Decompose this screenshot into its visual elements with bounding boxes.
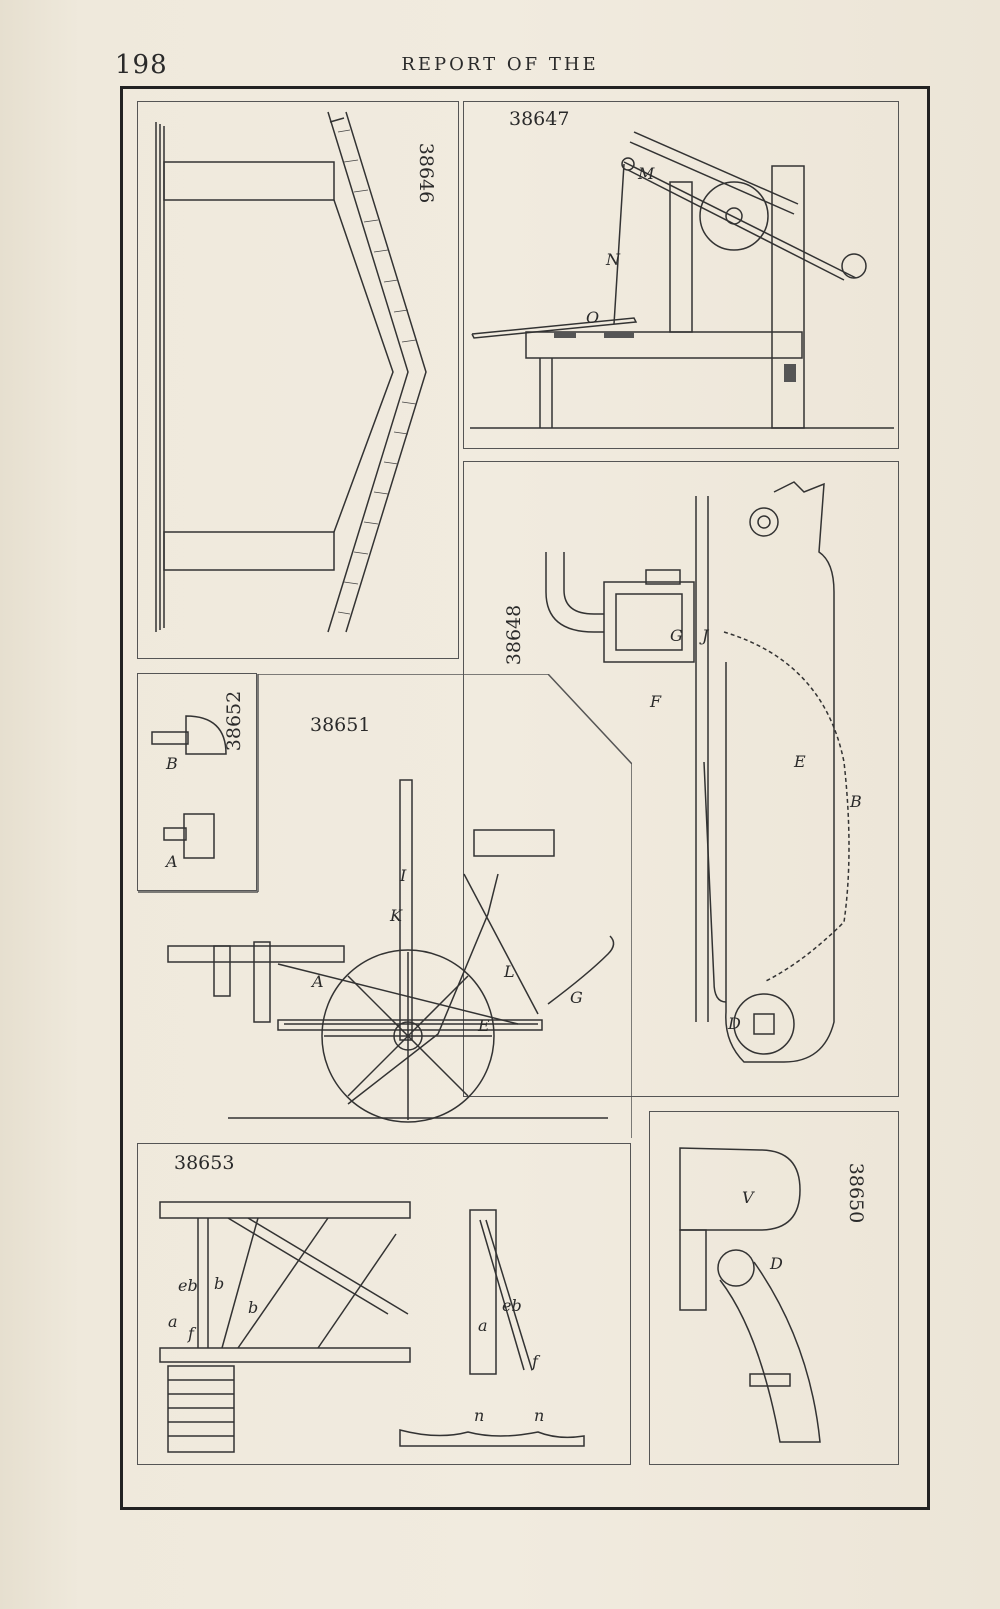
page-number: 198 [115, 50, 168, 80]
figure-number-38653: 38653 [174, 1152, 235, 1174]
figure-38646: 38646 [137, 101, 459, 659]
label-eb-1: eb [178, 1276, 198, 1295]
label-M: M [638, 164, 655, 183]
label-J: J [702, 626, 709, 645]
label-V: V [742, 1188, 754, 1207]
figure-number-38647: 38647 [509, 108, 570, 130]
figure-38653: 38653 eb b b a f eb a f n n [137, 1143, 631, 1465]
label-L: L [504, 962, 515, 981]
label-I: I [400, 866, 407, 885]
figure-38651-drawing [138, 674, 632, 1138]
label-b-2: b [248, 1298, 259, 1317]
figure-38650: 38650 V D [649, 1111, 899, 1465]
label-B: B [850, 792, 862, 811]
label-A: A [166, 852, 178, 871]
label-f-1: f [188, 1324, 194, 1343]
label-eb-2: eb [502, 1296, 522, 1315]
label-N: N [606, 250, 620, 269]
label-E: E [794, 752, 806, 771]
label-B: B [166, 754, 178, 773]
figure-38648: 38648 F G J E B D [463, 461, 899, 1097]
figure-number-38648: 38648 [503, 604, 526, 666]
label-G: G [570, 988, 583, 1007]
label-a-1: a [168, 1312, 178, 1331]
figure-38648-drawing [545, 481, 850, 1063]
figure-number-38651: 38651 [310, 714, 371, 736]
label-f-2: f [532, 1352, 538, 1371]
label-D: D [728, 1014, 741, 1033]
label-G: G [670, 626, 683, 645]
figure-38647: 38647 M N O [463, 101, 899, 449]
label-n-2: n [534, 1406, 545, 1425]
label-a-2: a [478, 1316, 488, 1335]
label-n-1: n [474, 1406, 485, 1425]
label-F: F [650, 692, 662, 711]
plate-frame: 38646 [120, 86, 930, 1510]
label-K: K [390, 906, 402, 925]
figure-38651: 38651 I K A L G E [137, 673, 632, 1138]
label-A: A [312, 972, 324, 991]
figure-38650-drawing [679, 1147, 821, 1443]
running-title: REPORT OF THE [401, 54, 599, 75]
figure-38653-drawing [159, 1201, 585, 1453]
figure-number-38650: 38650 [845, 1162, 868, 1224]
figure-38652: 38652 B A [137, 673, 257, 891]
figure-38647-drawing [470, 131, 894, 429]
label-O: O [586, 308, 600, 327]
figure-number-38646: 38646 [415, 142, 438, 204]
label-E: E [478, 1016, 490, 1035]
label-b-1: b [214, 1274, 225, 1293]
label-D: D [770, 1254, 783, 1273]
figure-38646-drawing [155, 111, 427, 633]
figure-38652-drawing [151, 715, 227, 859]
